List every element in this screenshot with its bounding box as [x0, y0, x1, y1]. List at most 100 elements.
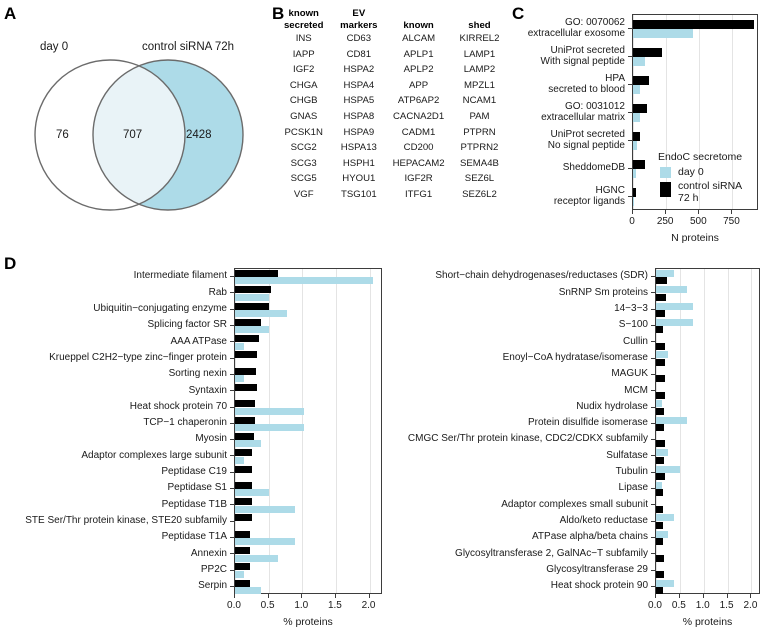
bar — [656, 286, 687, 294]
gene-symbol: NCAM1 — [462, 95, 497, 107]
category-label: Short−chain dehydrogenases/reductases (S… — [435, 270, 648, 282]
bar — [656, 293, 667, 301]
y-tick-mark — [651, 325, 655, 327]
bar — [235, 302, 270, 310]
bar — [656, 505, 664, 513]
y-tick-mark — [651, 585, 655, 587]
grid-line — [699, 15, 701, 209]
y-tick-mark — [230, 504, 234, 506]
x-tick-mark — [678, 594, 680, 598]
x-tick-mark — [234, 594, 235, 598]
x-tick-mark — [726, 594, 728, 598]
x-axis-title: % proteins — [682, 616, 733, 628]
bar — [656, 416, 687, 424]
bar — [633, 113, 641, 123]
gene-symbol: INS — [295, 33, 312, 44]
plot-area — [234, 268, 382, 595]
bar — [235, 375, 244, 383]
y-tick-mark — [651, 488, 655, 490]
y-tick-mark — [230, 536, 234, 538]
panel-d-label: D — [4, 254, 17, 273]
bar — [656, 326, 664, 334]
gene-symbol: MPZL1 — [464, 79, 495, 91]
bar — [656, 391, 666, 399]
bar — [656, 554, 664, 562]
gene-symbol: HSPH1 — [342, 157, 375, 169]
bar — [656, 310, 665, 317]
gene-symbol: SEZ6L2 — [462, 188, 497, 200]
y-tick-mark — [651, 536, 655, 538]
category-label: Aldo/keto reductase — [559, 514, 648, 526]
panel-a-label: A — [4, 4, 17, 23]
gene-table: known secreted EV markers known shed INS… — [276, 8, 508, 203]
category-label: Peptidase C19 — [161, 466, 227, 477]
gene-symbol: SEMA4B — [460, 157, 499, 169]
category-label: Glycosyltransferase 2, GalNAc−T subfamil… — [455, 547, 648, 559]
x-tick-mark — [267, 594, 269, 598]
gene-symbol: SCG2 — [290, 142, 317, 154]
category-label: Lipase — [618, 482, 648, 494]
y-tick-mark — [628, 84, 632, 85]
category-label: Peptidase S1 — [167, 482, 228, 494]
bar — [235, 326, 270, 334]
x-tick-label: 2.0 — [361, 600, 376, 611]
bar — [656, 375, 666, 383]
category-label: S−100 — [618, 319, 648, 331]
gene-symbol: HSPA5 — [343, 95, 375, 107]
x-tick-label: 750 — [723, 216, 740, 227]
x-tick-mark — [731, 210, 733, 214]
bar — [656, 400, 663, 408]
gene-symbol: CADM1 — [401, 126, 436, 138]
category-label: Annexin — [190, 547, 227, 559]
bar — [633, 141, 637, 151]
gene-symbol: TSG101 — [340, 188, 377, 200]
x-tick-mark — [368, 594, 370, 598]
grid-line — [727, 269, 729, 593]
gene-symbol: GNAS — [290, 110, 318, 122]
bar — [656, 318, 693, 326]
bar — [656, 449, 669, 457]
x-tick-label: 1.5 — [327, 600, 342, 611]
y-tick-mark — [230, 471, 234, 473]
x-tick-label: 0.0 — [227, 600, 241, 611]
bar — [235, 449, 252, 457]
bar — [633, 187, 637, 197]
y-tick-mark — [230, 439, 234, 441]
bar — [235, 587, 261, 595]
gene-symbol: ATP6AP2 — [397, 95, 440, 107]
gene-symbol: SCG3 — [290, 157, 317, 169]
category-label: PP2C — [200, 563, 227, 575]
category-label: Peptidase T1A — [161, 531, 227, 543]
venn-count-intersection: 707 — [123, 129, 143, 141]
y-tick-mark — [230, 325, 234, 327]
bar — [656, 351, 669, 359]
x-tick-mark — [698, 210, 700, 214]
gene-symbol: CACNA2D1 — [393, 110, 445, 122]
y-tick-mark — [230, 553, 234, 555]
y-tick-mark — [651, 292, 655, 294]
category-label: Peptidase T1B — [161, 498, 227, 510]
panel-d-right-chart: Short−chain dehydrogenases/reductases (S… — [390, 252, 768, 638]
bar — [235, 277, 373, 285]
y-tick-mark — [651, 390, 655, 392]
category-label: Adaptor complexes large subunit — [81, 449, 227, 461]
category-label: STE Ser/Thr protein kinase, STE20 subfam… — [25, 514, 227, 526]
y-tick-mark — [628, 196, 632, 197]
bar — [235, 335, 259, 343]
category-label: Protein disulfide isomerase — [527, 417, 648, 429]
bar — [235, 367, 256, 375]
panel-c-label: C — [512, 4, 525, 23]
y-tick-mark — [651, 439, 655, 441]
venn-label-left: day 0 — [40, 41, 69, 53]
grid-line — [751, 269, 753, 593]
bar — [235, 481, 253, 489]
y-tick-mark — [651, 357, 655, 359]
bar — [656, 424, 665, 432]
venn-overlap-region — [93, 60, 185, 210]
category-label: Krueppel C2H2−type zinc−finger protein — [49, 351, 227, 363]
